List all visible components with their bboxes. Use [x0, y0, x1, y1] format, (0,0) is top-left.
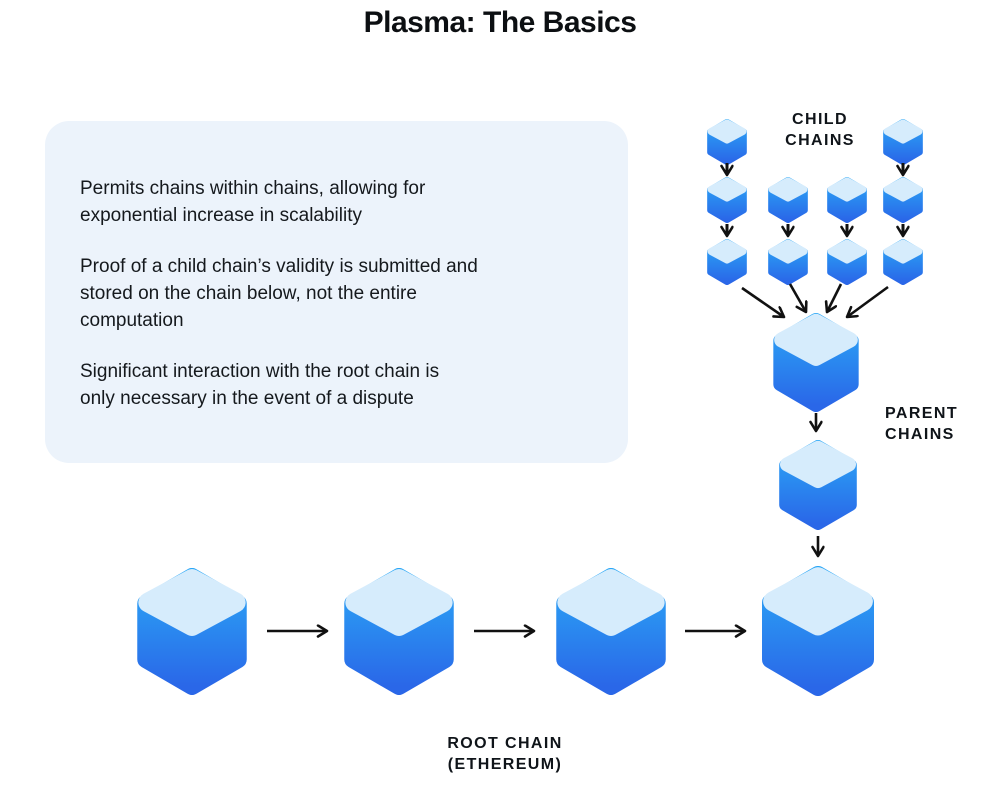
- root-chain-cube-icon: [556, 568, 666, 695]
- child-chains-label: CHILD CHAINS: [785, 111, 855, 149]
- child-chain-cube-icon: [768, 239, 808, 285]
- child-chain-cube-icon: [707, 119, 747, 165]
- root-chain-cube-icon: [762, 566, 874, 696]
- child-chain-cube-icon: [707, 177, 747, 223]
- arrow-icon: [827, 283, 843, 312]
- root-chain-cube-icon: [344, 568, 454, 695]
- parent-chain-cube-icon: [779, 440, 857, 530]
- parent-chain-cube-icon: [773, 313, 859, 412]
- root-chain-cube-icon: [137, 568, 247, 695]
- info-box: Permits chains within chains, allowing f…: [45, 121, 628, 463]
- info-paragraph: Permits chains within chains, allowing f…: [80, 178, 426, 226]
- child-chain-cube-icon: [883, 119, 923, 165]
- child-chain-cube-icon: [883, 239, 923, 285]
- child-chain-cube-icon: [707, 239, 747, 285]
- page-title: Plasma: The Basics: [363, 6, 637, 39]
- child-chain-cube-icon: [768, 177, 808, 223]
- info-paragraph: Proof of a child chain’s validity is sub…: [80, 256, 478, 331]
- parent-chains-label: PARENT CHAINS: [885, 405, 958, 443]
- arrow-icon: [788, 283, 806, 312]
- child-chain-cube-icon: [827, 177, 867, 223]
- child-chain-cube-icon: [827, 239, 867, 285]
- root-chain-label: ROOT CHAIN (ETHEREUM): [447, 735, 563, 773]
- info-paragraph: Significant interaction with the root ch…: [80, 361, 440, 409]
- child-chain-cube-icon: [883, 177, 923, 223]
